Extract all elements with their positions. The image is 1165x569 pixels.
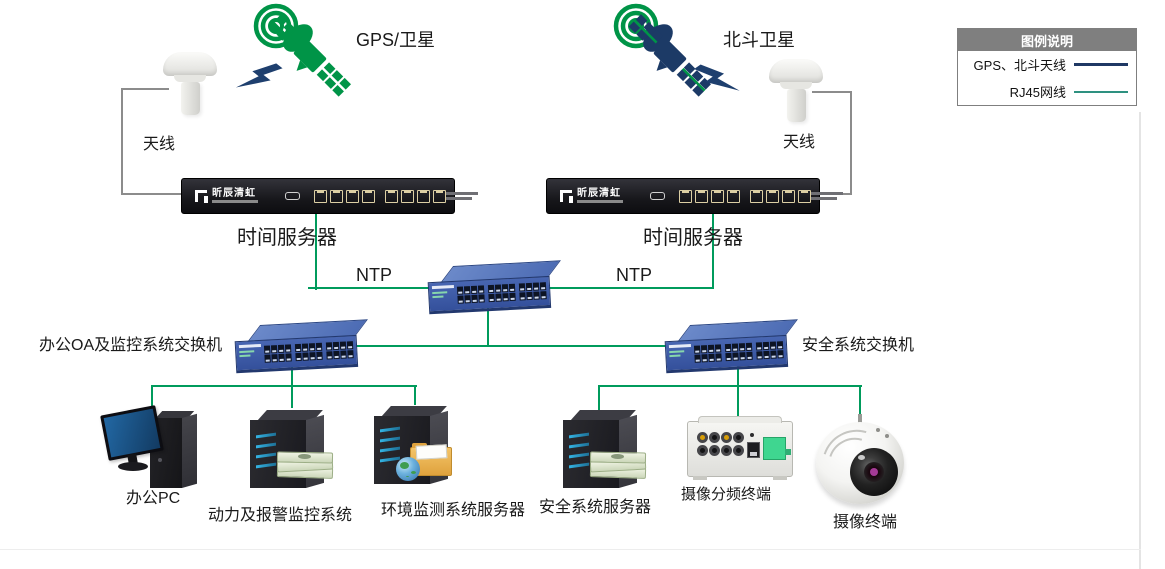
legend-rj45-label: RJ45网线 xyxy=(1009,85,1066,100)
core-switch-icon xyxy=(427,260,561,315)
security-server-label: 安全系统服务器 xyxy=(539,499,652,516)
video-divider-icon xyxy=(687,416,793,480)
link-pc-drop xyxy=(151,385,153,411)
security-switch-icon xyxy=(664,319,798,374)
legend-antenna-label: GPS、北斗天线 xyxy=(973,58,1066,73)
gps-satellite-icon xyxy=(253,3,352,97)
gps-satellite-label: GPS/卫星 xyxy=(356,30,436,50)
link-env-drop xyxy=(414,385,416,405)
office-switch-icon xyxy=(234,319,368,374)
office-switch-label: 办公OA及监控系统交换机 xyxy=(39,337,223,354)
antenna-icon xyxy=(162,52,218,115)
time-server-icon: 昕辰清虹 xyxy=(546,178,843,214)
link-timeserver-left-down xyxy=(315,212,317,290)
link-office-bus xyxy=(151,385,417,387)
ntp-label-left: NTP xyxy=(356,265,392,285)
brand-name: 昕辰清虹 xyxy=(212,188,256,199)
security-switch-label: 安全系统交换机 xyxy=(802,337,915,354)
office-pc-label: 办公PC xyxy=(126,490,181,507)
cable-antenna-left-1 xyxy=(121,88,169,90)
link-core-switch-down xyxy=(487,305,489,347)
cable-antenna-right-1 xyxy=(812,91,852,93)
cable-antenna-right-2 xyxy=(850,91,852,195)
panel-fine-print xyxy=(811,192,843,200)
legend-row-antenna: GPS、北斗天线 xyxy=(958,51,1136,78)
legend-title: 图例说明 xyxy=(958,29,1136,51)
link-timeserver-right-down xyxy=(712,212,714,289)
env-monitor-label: 环境监测系统服务器 xyxy=(381,502,526,519)
money-icon xyxy=(276,451,335,479)
cable-antenna-left-3 xyxy=(121,193,183,195)
legend-row-rj45: RJ45网线 xyxy=(958,78,1136,105)
rj45-ports xyxy=(314,189,446,203)
pc-icon xyxy=(100,405,204,492)
antenna-icon xyxy=(768,59,824,122)
camera-icon xyxy=(810,414,906,509)
money-icon xyxy=(589,451,648,479)
lightning-icon xyxy=(693,64,740,91)
brand-logo-icon xyxy=(560,189,573,203)
ntp-label-right: NTP xyxy=(616,265,652,285)
lightning-icon xyxy=(235,63,283,88)
rj45-port-icon xyxy=(747,442,760,458)
rj45-ports xyxy=(679,189,811,203)
antenna-right-label: 天线 xyxy=(783,134,816,151)
power-alarm-label: 动力及报警监控系统 xyxy=(208,507,353,524)
page-edge-right xyxy=(1139,112,1141,569)
page-edge-bottom xyxy=(0,549,1141,550)
link-security-switch-down xyxy=(737,361,739,421)
cable-antenna-left-2 xyxy=(121,88,123,195)
folder-icon xyxy=(410,443,452,476)
panel-button xyxy=(650,192,665,200)
legend-rj45-line-swatch xyxy=(1074,90,1128,93)
legend: 图例说明 GPS、北斗天线 RJ45网线 xyxy=(957,28,1137,106)
camera-terminal-label: 摄像终端 xyxy=(833,514,898,531)
brand-name: 昕辰清虹 xyxy=(577,188,621,199)
link-security-server-drop xyxy=(598,385,600,413)
link-switch-bus xyxy=(340,345,680,347)
antenna-left-label: 天线 xyxy=(143,136,176,153)
panel-fine-print xyxy=(446,192,478,200)
time-server-right-label: 时间服务器 xyxy=(643,227,743,249)
beidou-satellite-icon xyxy=(613,3,712,97)
link-camera-drop xyxy=(859,385,861,419)
legend-antenna-line-swatch xyxy=(1074,63,1128,66)
panel-button xyxy=(285,192,300,200)
device-label-plate xyxy=(763,437,786,460)
link-security-bus xyxy=(598,385,862,387)
video-divider-label: 摄像分频终端 xyxy=(681,486,772,503)
link-office-switch-down xyxy=(291,367,293,408)
time-server-left-label: 时间服务器 xyxy=(237,227,337,249)
brand-logo-icon xyxy=(195,189,208,203)
beidou-satellite-label: 北斗卫星 xyxy=(723,30,795,50)
globe-icon xyxy=(396,457,420,481)
time-server-icon: 昕辰清虹 xyxy=(181,178,478,214)
